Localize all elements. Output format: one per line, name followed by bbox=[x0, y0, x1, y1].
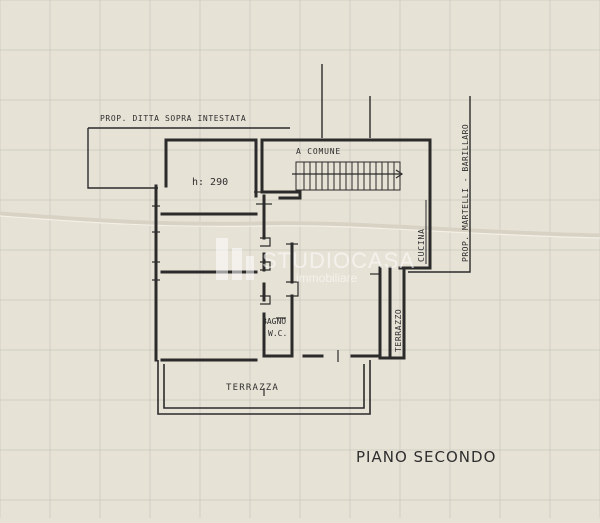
stair-arrowhead-icon bbox=[395, 169, 404, 179]
terrace-label: TERRAZZA bbox=[226, 383, 279, 393]
kitchen-label: CUCINA bbox=[417, 228, 426, 262]
walls bbox=[154, 138, 432, 362]
bathroom-label: BAGNO bbox=[262, 317, 286, 326]
studiocasa-watermark: STUDIOCASA immobiliare bbox=[216, 238, 415, 285]
owner-top-label: PROP. DITTA SOPRA INTESTATA bbox=[100, 114, 246, 123]
stairs-label: A COMUNE bbox=[296, 147, 341, 156]
paper-fold-highlight bbox=[0, 215, 600, 239]
door-details bbox=[152, 191, 380, 396]
watermark-name: STUDIOCASA bbox=[262, 248, 415, 273]
paper-fold bbox=[0, 211, 600, 239]
owner-right-label: PROP. MARTELLI - BARILLARO bbox=[461, 124, 470, 262]
wc-label: W.C. bbox=[268, 329, 287, 338]
stairs bbox=[295, 161, 401, 191]
terrace-railing bbox=[157, 360, 371, 415]
ceiling-height-label: h: 290 bbox=[192, 177, 228, 188]
floor-title: PIANO SECONDO bbox=[356, 448, 496, 466]
terrace-small-label: TERRAZZO bbox=[394, 309, 403, 352]
watermark-sub: immobiliare bbox=[296, 271, 358, 285]
studiocasa-logo-icon bbox=[216, 238, 228, 280]
property-boundaries bbox=[87, 64, 471, 273]
